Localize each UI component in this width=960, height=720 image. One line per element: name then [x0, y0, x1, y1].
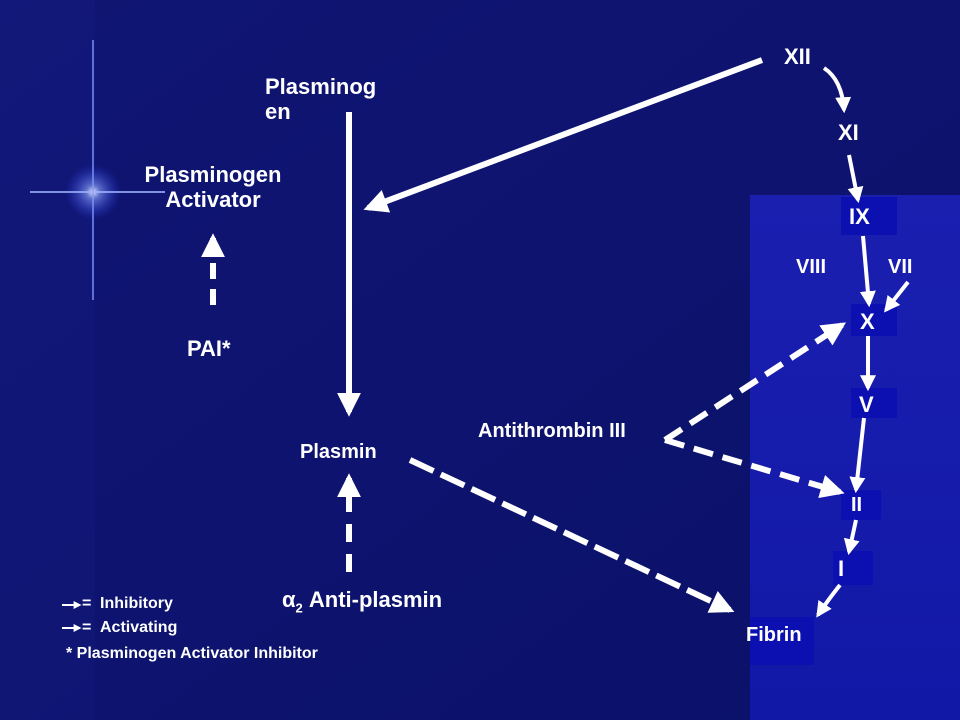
label-fibrin: Fibrin [746, 624, 802, 646]
legend-activating-symbol: = [82, 619, 92, 636]
arrow-antithrombin-to-x [663, 322, 847, 443]
arrow-xi-to-ix [847, 154, 864, 204]
label-factor-x: X [860, 309, 875, 334]
label-plasmin: Plasmin [300, 441, 377, 463]
legend-activating-text: Activating [100, 619, 178, 636]
chip-i [833, 551, 873, 585]
label-pai: PAI* [187, 336, 231, 361]
label-factor-ii: II [851, 494, 863, 516]
arrow-i-to-fibrin [816, 583, 842, 618]
arrow-ii-to-i [843, 519, 860, 556]
chip-ix [841, 197, 897, 235]
label-alpha2-antiplasmin: α2 Anti-plasmin [282, 587, 443, 616]
chip-fibrin [750, 617, 814, 665]
chip-v [851, 388, 897, 418]
label-factor-ix: IX [849, 204, 870, 229]
label-plasminogen: Plasminog en [265, 74, 377, 125]
sparkle-decoration [30, 40, 165, 300]
arrow-xii-to-xi [822, 66, 852, 114]
arrow-plasmin-to-fibrin [408, 457, 735, 613]
label-factor-i: I [838, 556, 845, 581]
legend-activating: = Activating [60, 619, 177, 637]
label-factor-xi: XI [838, 120, 859, 145]
legend-footnote: * Plasminogen Activator Inhibitor [66, 645, 318, 662]
legend-inhibitory-text: Inhibitory [100, 595, 173, 612]
arrow-vii-to-x [884, 280, 910, 313]
legend-inhibitory-symbol: = [82, 595, 92, 612]
arrow-antithrombin-to-ii [664, 437, 845, 499]
label-plasminogen-activator: Plasminogen Activator [144, 162, 282, 213]
label-factor-xii: XII [784, 44, 811, 69]
label-antithrombin: Antithrombin III [478, 420, 626, 442]
label-factor-vii: VII [888, 256, 913, 278]
chip-ii [841, 490, 881, 520]
arrow-v-to-ii [849, 417, 866, 494]
label-factor-viii: VIII [796, 256, 827, 278]
arrow-xii-to-plasminogen [363, 57, 764, 213]
arrow-ix-to-x [859, 235, 876, 308]
legend-inhibitory: = Inhibitory [60, 595, 173, 613]
label-factor-v: V [859, 392, 874, 417]
